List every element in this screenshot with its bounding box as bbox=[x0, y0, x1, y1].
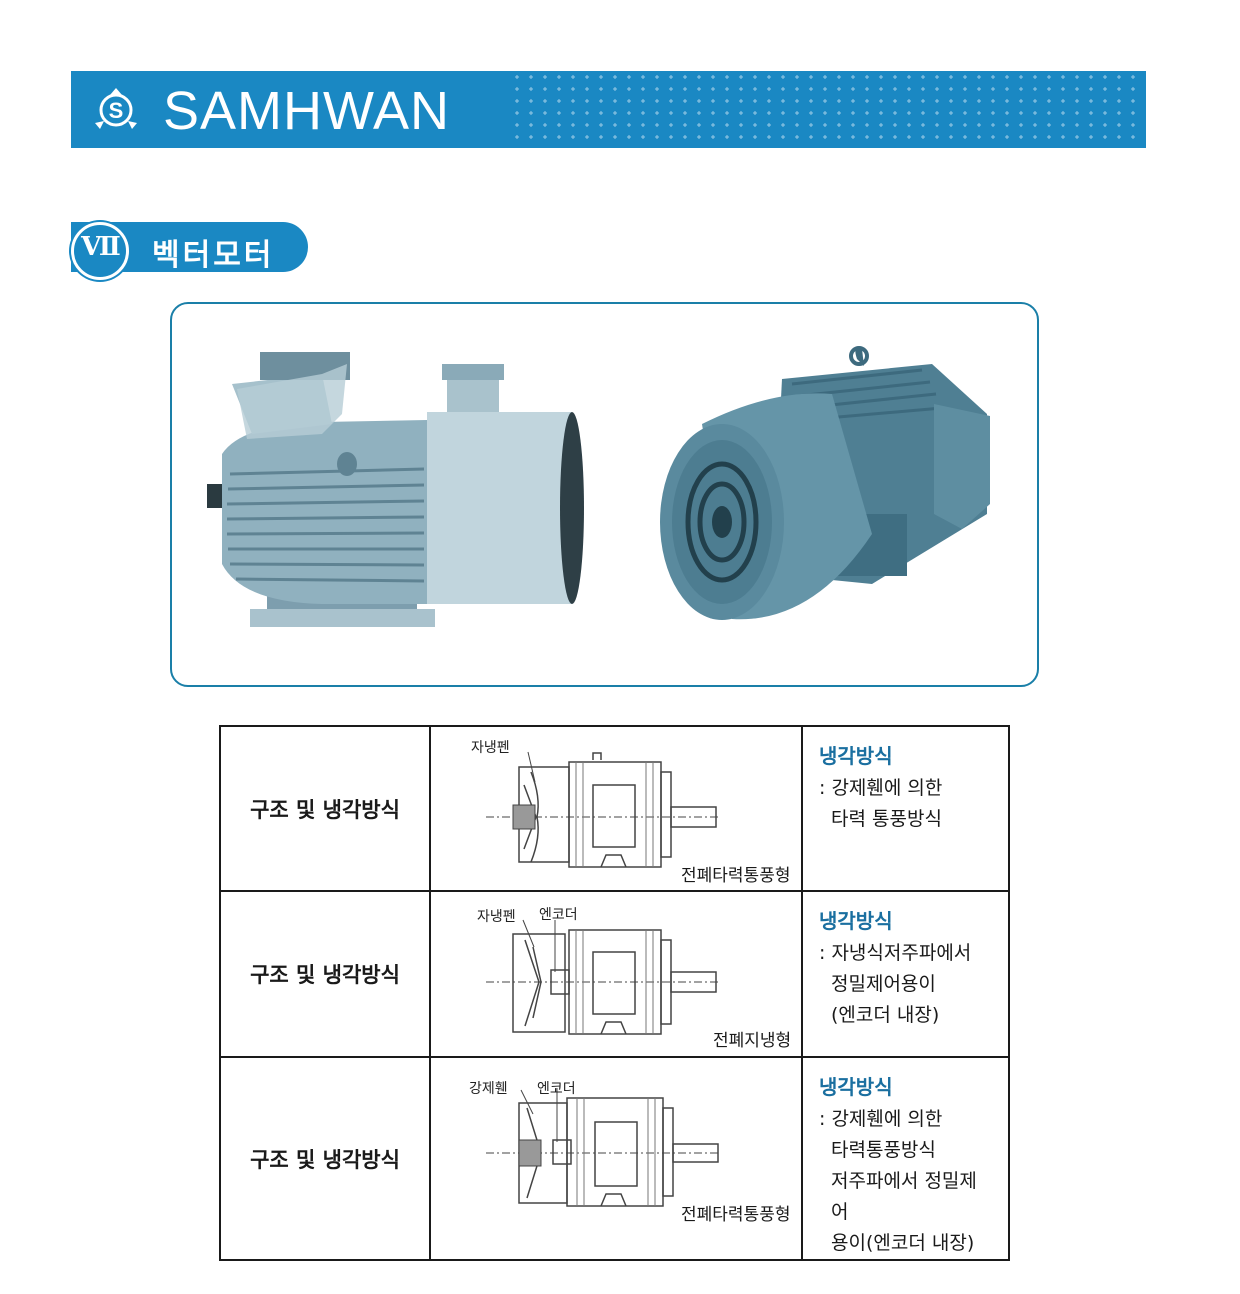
section-number: Ⅶ bbox=[81, 232, 121, 262]
description-line: : 강제휀에 의한 bbox=[819, 777, 943, 799]
motor-diagram: 자냉펜 전폐타력통풍형 bbox=[431, 727, 801, 890]
brand-name: SAMHWAN bbox=[163, 81, 450, 141]
description-heading: 냉각방식 bbox=[819, 1075, 893, 1099]
table-row: 구조 및 냉각방식 자냉펜 bbox=[219, 725, 1010, 892]
diagram-label-forced-fan: 강제휀 bbox=[469, 1081, 508, 1097]
description-line: 용이(엔코더 내장) bbox=[831, 1232, 975, 1254]
description-cell: 냉각방식 : 강제휀에 의한 타력통풍방식 저주파에서 정밀제어 용이(엔코더 … bbox=[801, 1056, 1010, 1261]
diagram-label-fan: 자냉펜 bbox=[471, 740, 510, 756]
vector-motor-side-view bbox=[207, 352, 584, 627]
description-line: 저주파에서 정밀제어 bbox=[831, 1170, 977, 1223]
cooling-structure-table: 구조 및 냉각방식 자냉펜 bbox=[219, 725, 1010, 1261]
diagram-label-encoder: 엔코더 bbox=[539, 907, 578, 923]
description-heading: 냉각방식 bbox=[819, 909, 893, 933]
description-line: 정밀제어용이 bbox=[831, 973, 936, 995]
diagram-caption: 전폐타력통풍형 bbox=[681, 1205, 791, 1225]
section-number-badge bbox=[71, 222, 129, 280]
svg-text:S: S bbox=[109, 98, 124, 123]
vector-motor-rear-fan-view bbox=[660, 346, 990, 620]
diagram-caption: 전폐지냉형 bbox=[713, 1031, 792, 1051]
description-line: (엔코더 내장) bbox=[831, 1004, 940, 1026]
description-line: 타력 통풍방식 bbox=[831, 808, 942, 830]
description-heading: 냉각방식 bbox=[819, 744, 893, 768]
motor-diagram: 강제휀 엔코더 전폐타력통풍형 bbox=[431, 1058, 801, 1235]
motor-diagram: 자냉펜 엔코더 전폐지냉형 bbox=[431, 892, 801, 1056]
structure-diagram-cell: 자냉펜 엔코더 전폐지냉형 bbox=[429, 890, 803, 1058]
table-row: 구조 및 냉각방식 강제휀 bbox=[219, 1056, 1010, 1261]
row-label: 구조 및 냉각방식 bbox=[219, 725, 431, 892]
description-line: : 강제휀에 의한 bbox=[819, 1108, 943, 1130]
header-banner: S SAMHWAN bbox=[71, 71, 1146, 148]
samhwan-s-logo-icon: S bbox=[95, 88, 137, 129]
diagram-label-fan: 자냉펜 bbox=[477, 909, 516, 925]
banner-dot-pattern bbox=[515, 75, 1135, 139]
row-label: 구조 및 냉각방식 bbox=[219, 1056, 431, 1261]
structure-diagram-cell: 강제휀 엔코더 전폐타력통풍형 bbox=[429, 1056, 803, 1261]
diagram-caption: 전폐타력통풍형 bbox=[681, 866, 791, 886]
diagram-label-encoder: 엔코더 bbox=[537, 1081, 576, 1097]
section-title: 벡터모터 bbox=[152, 238, 275, 273]
table-row: 구조 및 냉각방식 자냉펜 bbox=[219, 890, 1010, 1058]
description-line: 타력통풍방식 bbox=[831, 1139, 936, 1161]
row-label: 구조 및 냉각방식 bbox=[219, 890, 431, 1058]
description-cell: 냉각방식 : 자냉식저주파에서 정밀제어용이 (엔코더 내장) bbox=[801, 890, 1010, 1058]
motor-photo-frame bbox=[170, 302, 1039, 687]
description-line: : 자냉식저주파에서 bbox=[819, 942, 972, 964]
structure-diagram-cell: 자냉펜 전폐타력통풍형 bbox=[429, 725, 803, 892]
description-cell: 냉각방식 : 강제휀에 의한 타력 통풍방식 bbox=[801, 725, 1010, 892]
